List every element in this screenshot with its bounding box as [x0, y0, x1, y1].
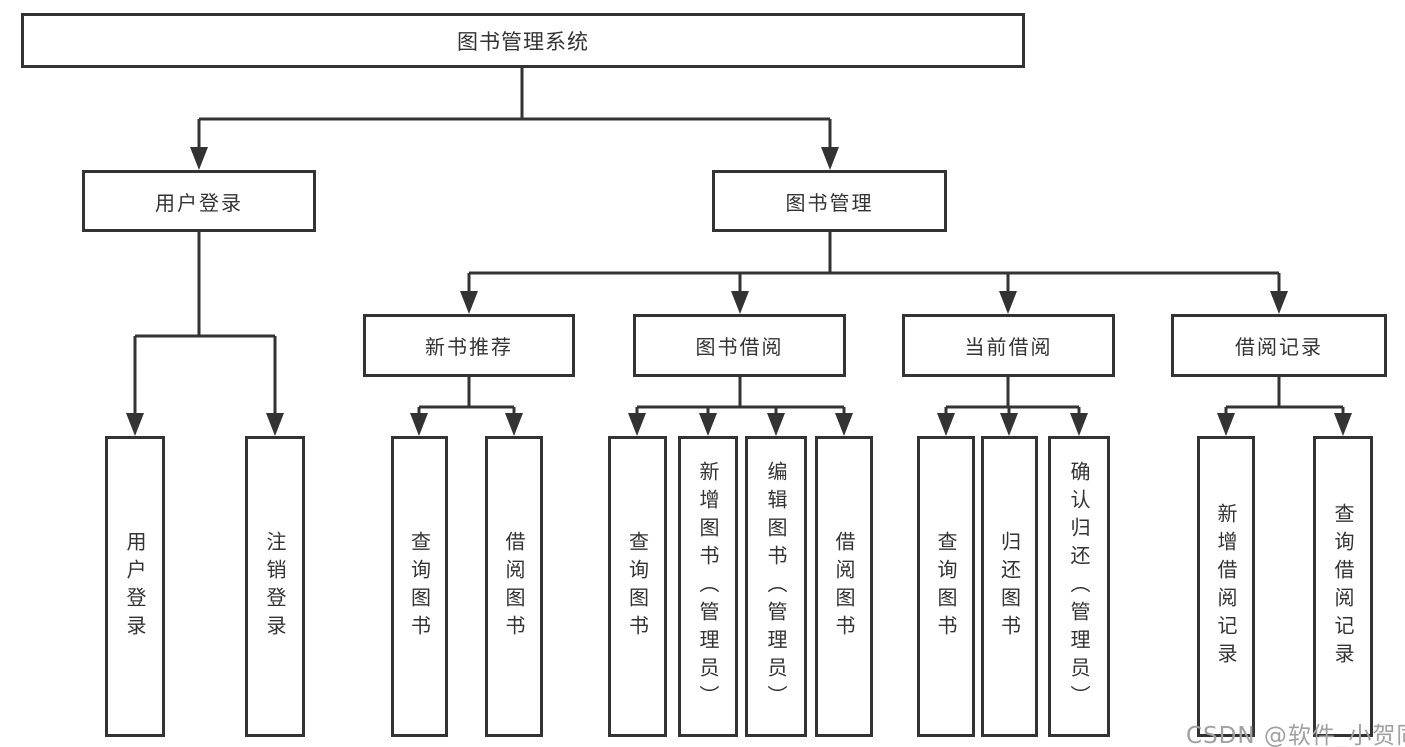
leaf-add-borrow-record: 新增借阅记录: [1197, 436, 1255, 737]
leaf-query-book-current: 查询图书: [917, 436, 975, 737]
node-book-management: 图书管理: [712, 170, 947, 232]
leaf-query-borrow-record: 查询借阅记录: [1313, 436, 1373, 737]
node-borrow-records: 借阅记录: [1171, 314, 1387, 377]
node-root: 图书管理系统: [21, 13, 1025, 68]
leaf-confirm-return-admin: 确认归还（管理员）: [1048, 436, 1110, 737]
leaf-add-book-admin: 新增图书（管理员）: [678, 436, 738, 737]
node-user-login: 用户登录: [82, 170, 316, 232]
leaf-edit-book-admin: 编辑图书（管理员）: [745, 436, 807, 737]
leaf-query-book-recommend: 查询图书: [391, 436, 448, 737]
node-current-borrow: 当前借阅: [902, 314, 1115, 377]
leaf-query-book-borrow: 查询图书: [608, 436, 667, 737]
watermark-gray-text: CSDN @软件_小贺同: [1186, 723, 1405, 747]
leaf-logout: 注销登录: [245, 436, 305, 737]
node-book-borrow: 图书借阅: [633, 314, 846, 377]
leaf-return-book: 归还图书: [981, 436, 1038, 737]
leaf-borrow-book-recommend: 借阅图书: [485, 436, 543, 737]
leaf-borrow-book: 借阅图书: [815, 436, 873, 737]
leaf-user-login: 用户登录: [105, 436, 165, 737]
node-new-book-recommend: 新书推荐: [363, 314, 575, 377]
csdn-watermark: CSDN @软件_小贺同学: [1186, 716, 1405, 747]
